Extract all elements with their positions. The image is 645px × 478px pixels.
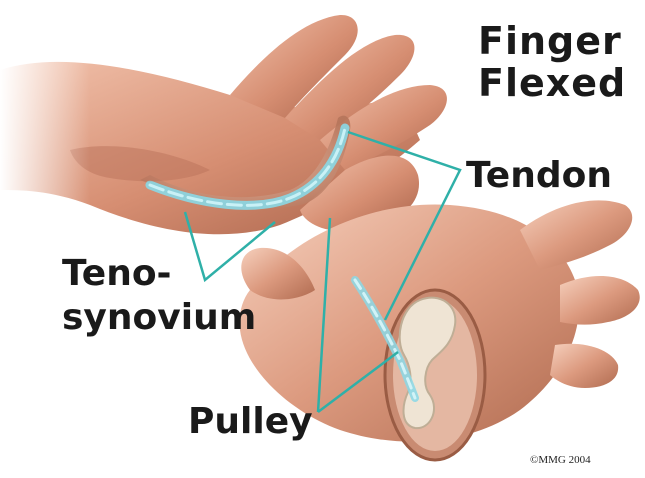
tenosynovium-label-line-2: synovium bbox=[62, 300, 256, 336]
upper-hand bbox=[0, 15, 447, 234]
title-line-1: Finger bbox=[478, 22, 622, 60]
pulley-label: Pulley bbox=[188, 404, 313, 440]
title-line-2: Flexed bbox=[478, 64, 626, 102]
copyright-notice: ©MMG 2004 bbox=[530, 454, 591, 466]
tenosynovium-label-line-1: Teno- bbox=[62, 256, 172, 292]
tendon-label: Tendon bbox=[466, 158, 612, 194]
